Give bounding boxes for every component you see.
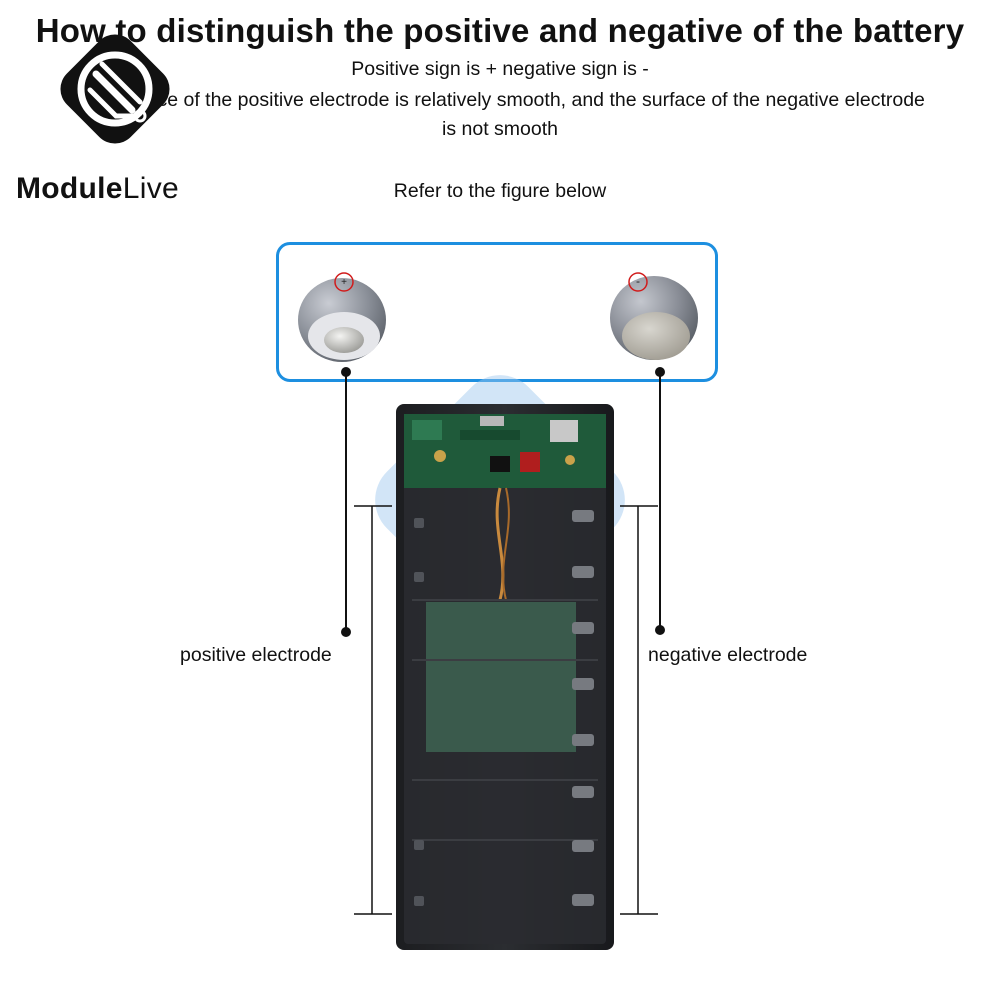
positive-cell-image: + xyxy=(298,272,386,362)
page-title: How to distinguish the positive and nega… xyxy=(35,12,965,49)
logo-mark-icon xyxy=(60,34,170,144)
brand-logo: ModuleLive xyxy=(10,10,210,205)
surface-explanation: The surface of the positive electrode is… xyxy=(75,89,925,111)
power-bank-case-image xyxy=(375,375,625,950)
negative-cell-image: - xyxy=(610,272,698,360)
figure-reference: Refer to the figure below xyxy=(393,180,607,202)
positive-electrode-label: positive electrode xyxy=(180,644,332,666)
surface-explanation-continued: is not smooth xyxy=(442,118,558,140)
sign-explanation: Positive sign is + negative sign is - xyxy=(351,58,649,80)
brand-name: ModuleLive xyxy=(16,172,180,205)
negative-electrode-label: negative electrode xyxy=(648,644,808,666)
positive-mark: + xyxy=(341,277,347,288)
negative-mark: - xyxy=(636,274,640,288)
